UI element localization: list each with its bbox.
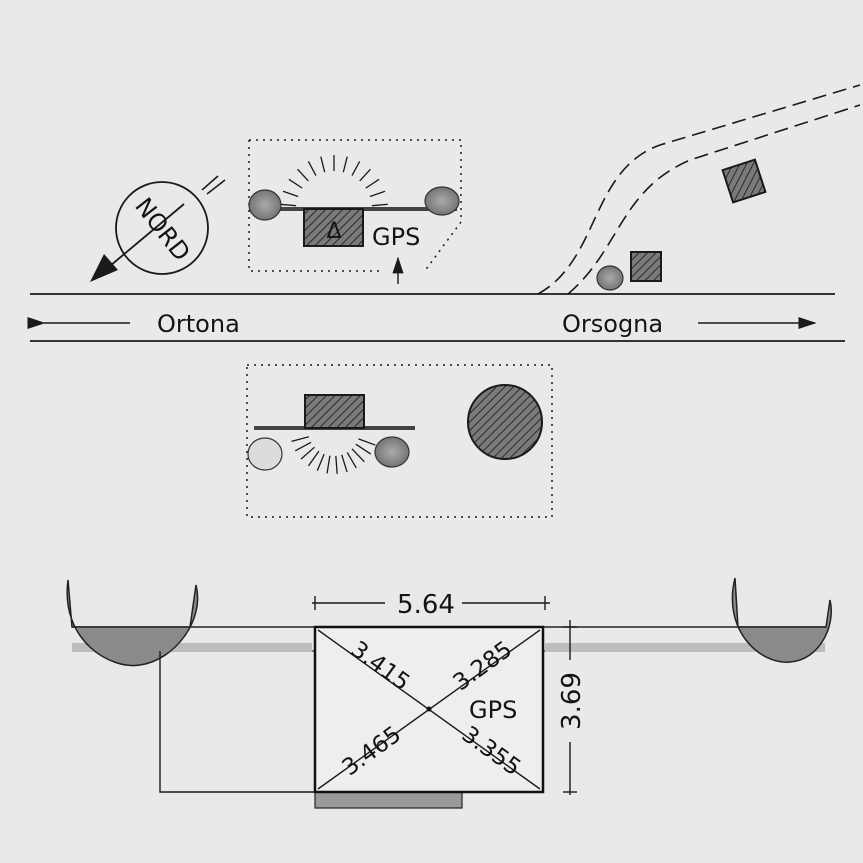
- wall-shadow: [545, 643, 825, 652]
- sun-ray: [297, 168, 309, 182]
- ortona-label: Ortona: [157, 310, 240, 338]
- nord-label: NORD: [129, 192, 195, 266]
- sun-ray: [351, 161, 361, 176]
- tank-icon: [467, 384, 543, 460]
- sun-ray: [316, 453, 325, 471]
- plot-boundary-upper: [248, 139, 462, 273]
- gps-symbol: Δ: [326, 219, 341, 244]
- orsogna-label: Orsogna: [562, 310, 663, 338]
- sun-ray: [351, 448, 365, 463]
- compass-circle: [115, 181, 209, 275]
- gps-label: GPS: [469, 696, 517, 724]
- sun-ray: [291, 436, 310, 443]
- sun-ray: [335, 455, 338, 474]
- sun-ray: [355, 443, 372, 455]
- side-road: [537, 84, 861, 295]
- site-plan-lower: [246, 364, 553, 518]
- yard-outline: [159, 651, 315, 793]
- tree-icon: [247, 437, 283, 471]
- side-road-edge-2: [567, 104, 861, 295]
- building-icon: [304, 394, 365, 429]
- centre-point: [426, 706, 432, 712]
- building-icon: [721, 158, 767, 204]
- tree-icon: [596, 265, 624, 291]
- sun-ray: [371, 203, 388, 207]
- footprint-detail: 5.64 3.69 3.415 3.285 3.465 3.355 GPS: [66, 577, 832, 809]
- building-icon: [630, 251, 662, 282]
- depth-dimension: 3.69: [557, 672, 587, 730]
- wall-shadow: [72, 643, 312, 652]
- width-dimension: 5.64: [397, 590, 455, 620]
- plot-boundary-lower: [246, 364, 553, 518]
- tree-canopy-icon: [731, 577, 832, 663]
- site-plan-upper: Δ GPS: [248, 139, 462, 284]
- sun-ray: [288, 178, 303, 189]
- side-road-edge-1: [537, 84, 861, 295]
- tree-icon: [374, 436, 410, 468]
- sun-ray: [294, 441, 312, 452]
- compass-tick: [206, 179, 226, 195]
- sun-ray: [365, 178, 380, 189]
- sun-ray: [358, 438, 376, 446]
- sun-ray: [307, 161, 317, 176]
- compass-tick: [201, 175, 219, 191]
- gps-label: GPS: [372, 223, 420, 251]
- north-arrow-icon: [90, 254, 118, 282]
- sun-ray: [346, 452, 357, 469]
- sun-ray: [342, 156, 348, 173]
- road: Ortona Orsogna: [27, 293, 845, 342]
- sun-icon: [291, 436, 376, 474]
- sun-ray: [282, 190, 299, 198]
- sun-ray: [307, 450, 320, 467]
- sun-ray: [320, 156, 326, 173]
- compass: NORD: [90, 175, 226, 282]
- sun-ray: [369, 190, 386, 198]
- sun-ray: [300, 446, 315, 460]
- tree-icon: [248, 189, 282, 221]
- sun-ray: [280, 203, 297, 207]
- sun-ray: [359, 168, 371, 182]
- threshold-slab: [314, 791, 463, 809]
- sun-icon: [280, 155, 388, 207]
- gps-station-building: [303, 208, 364, 247]
- sun-ray: [341, 454, 348, 473]
- tree-canopy-icon: [66, 579, 199, 667]
- tree-icon: [424, 186, 460, 216]
- sun-ray: [326, 455, 331, 474]
